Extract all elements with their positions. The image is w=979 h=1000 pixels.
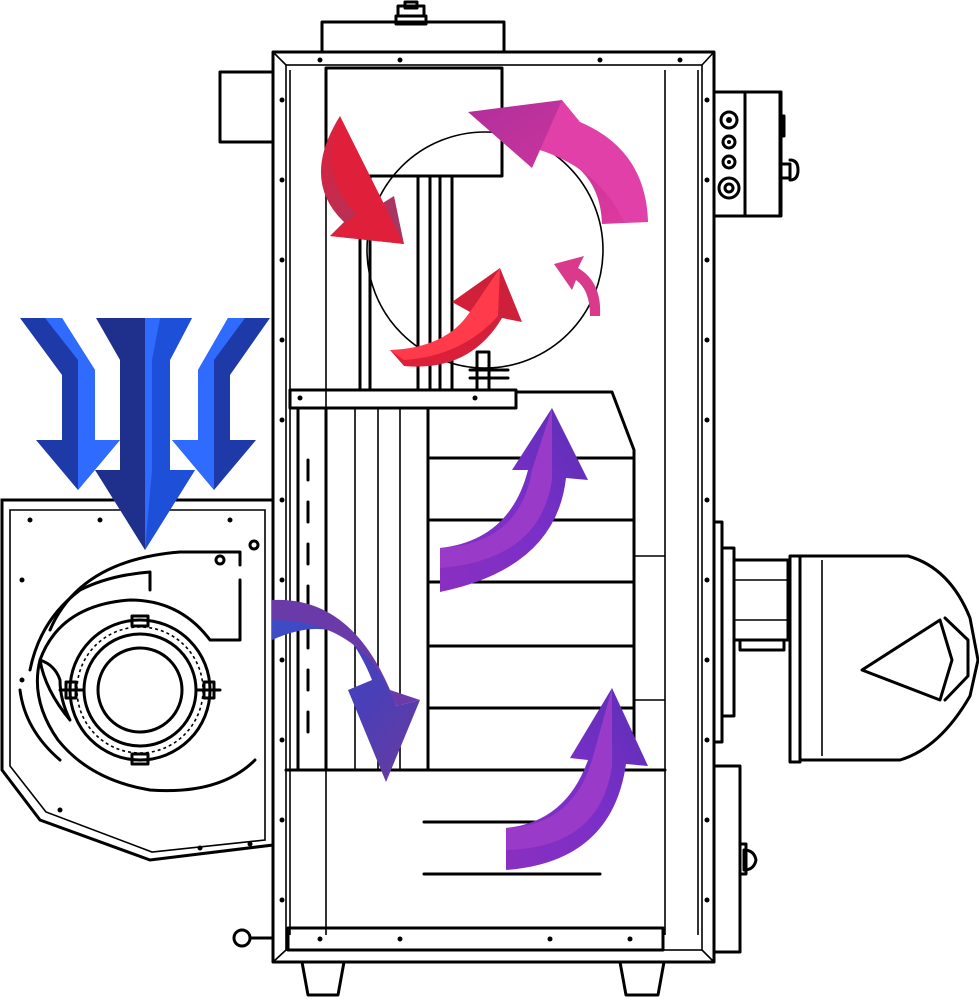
top-right-curl-arrow [468, 100, 648, 224]
fan-wheel [58, 614, 222, 766]
control-panel [712, 90, 800, 218]
mid-rise-arrow [440, 408, 588, 592]
upper-left-down-arrow [320, 116, 404, 244]
base-feet [300, 960, 666, 997]
small-curl-arrow [554, 256, 601, 316]
lower-rise-arrow [506, 688, 648, 870]
burner-housing [712, 520, 979, 764]
knob-left[interactable] [232, 928, 275, 948]
fan-to-chamber-arrow [272, 599, 420, 782]
top-cap [320, 0, 506, 54]
blower-housing [0, 498, 275, 862]
intake-arrow [20, 318, 270, 550]
frame-rivets [279, 57, 710, 942]
shelf [288, 388, 636, 764]
burner-inner-arrow [390, 268, 522, 367]
inspection-door [712, 764, 758, 954]
